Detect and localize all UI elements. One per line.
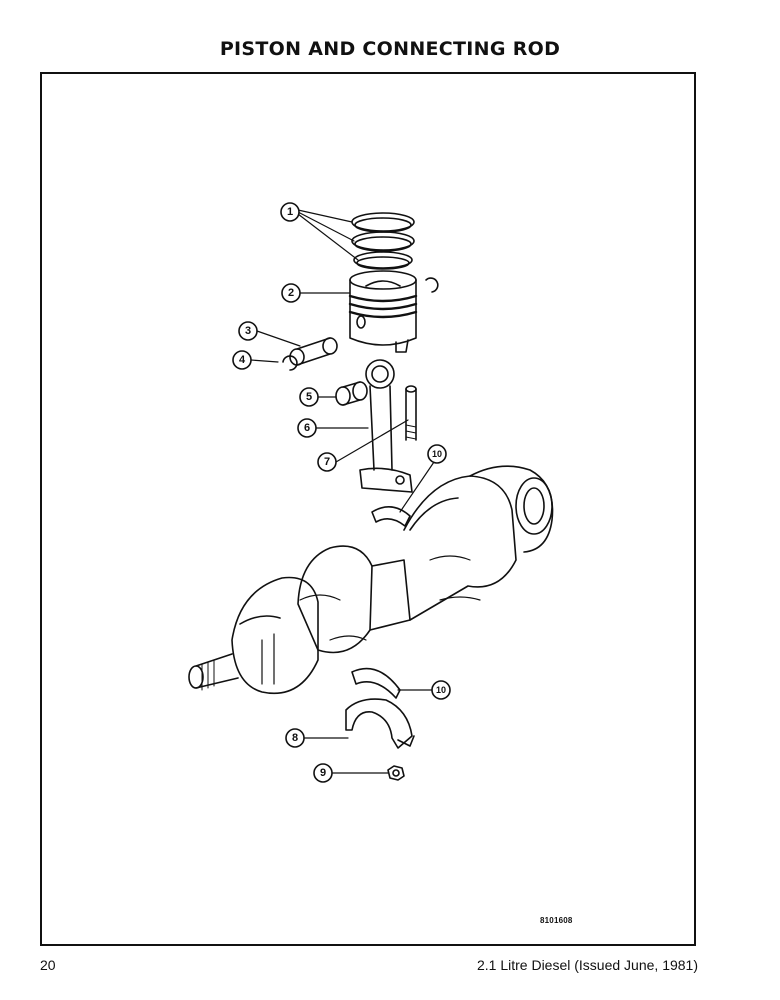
connecting-rod-bolt-illustration [405, 385, 417, 441]
callout-1-label: 1 [287, 206, 293, 218]
small-end-bush-illustration [335, 381, 368, 406]
nut-illustration [387, 765, 405, 781]
callout-10b-label: 10 [436, 685, 446, 695]
figure-frame [40, 72, 696, 946]
callout-6-circle [297, 418, 317, 438]
callout-3-circle [238, 321, 258, 341]
bearing-cap-illustration [345, 667, 415, 749]
leader-lines [250, 209, 435, 774]
circlip-4-illustration [282, 355, 298, 371]
callout-1-circle [280, 202, 300, 222]
callout-6-label: 6 [304, 422, 310, 434]
callout-8-circle [285, 728, 305, 748]
callout-8-label: 8 [292, 732, 298, 744]
page-title: PISTON AND CONNECTING ROD [219, 38, 561, 60]
piston-illustration [348, 270, 418, 353]
callout-10a-circle [427, 444, 447, 464]
callout-7-label: 7 [324, 456, 330, 468]
callout-5-label: 5 [306, 391, 312, 403]
connecting-rod-illustration [359, 359, 413, 493]
gudgeon-pin-illustration [289, 337, 338, 366]
callout-markers [232, 202, 451, 783]
callout-3-label: 3 [245, 325, 251, 337]
bearing-shell-upper-illustration [371, 506, 411, 527]
circlip-illustration [425, 277, 439, 293]
footer-title: 2.1 Litre Diesel (Issued June, 1981) [476, 957, 698, 973]
page-number: 20 [40, 957, 56, 973]
callout-2-label: 2 [288, 287, 294, 299]
callout-4-label: 4 [239, 354, 246, 366]
callout-5-circle [299, 387, 319, 407]
callout-7-circle [317, 452, 337, 472]
callout-9-label: 9 [320, 767, 326, 779]
piston-rings-illustration [351, 212, 415, 270]
callout-10b-circle [431, 680, 451, 700]
crankshaft-illustration [188, 465, 554, 694]
callout-2-circle [281, 283, 301, 303]
callout-4-circle [232, 350, 252, 370]
callout-9-circle [313, 763, 333, 783]
callout-10a-label: 10 [432, 449, 442, 459]
figure-code: 8101608 [540, 916, 573, 925]
